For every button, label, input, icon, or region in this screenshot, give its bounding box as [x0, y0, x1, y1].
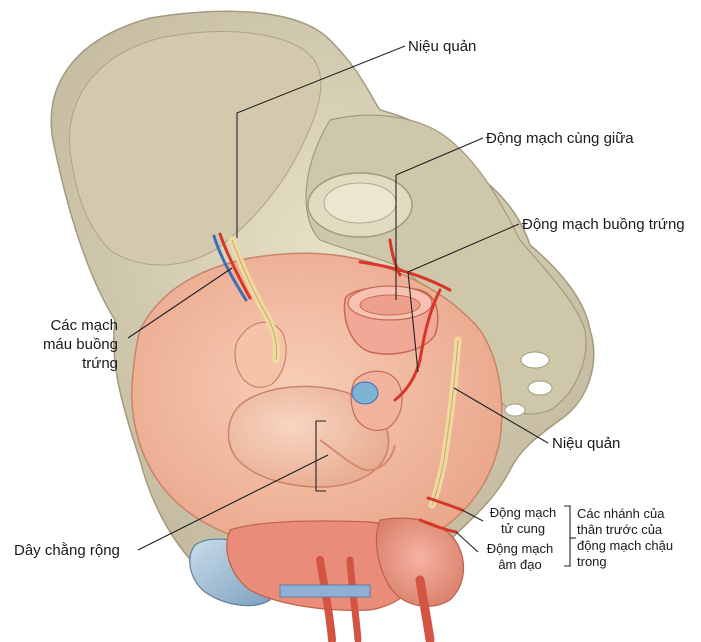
label-internal-iliac-branches: Các nhánh của thân trước của động mạch c…: [577, 506, 673, 570]
sacral-foramen: [527, 380, 553, 396]
label-vaginal-artery-line2: âm đạo: [498, 557, 542, 572]
label-branches-line2: thân trước của: [577, 522, 663, 537]
leader-lines: [127, 45, 576, 567]
sacral-foramen: [520, 351, 550, 369]
label-ovarian-artery: Động mạch buồng trứng: [522, 216, 685, 233]
label-vaginal-artery-line1: Động mạch: [486, 541, 554, 556]
label-uterine-artery-line2: tử cung: [500, 521, 546, 536]
ovarian-artery-right: [393, 288, 442, 402]
label-broad-ligament: Dây chằng rộng: [14, 542, 120, 559]
vaginal-artery: [418, 518, 458, 534]
label-ovarian-vessels-line3: trứng: [82, 355, 118, 372]
label-branches-line1: Các nhánh của: [577, 506, 665, 521]
label-uterine-artery-line1: Động mạch: [489, 505, 557, 520]
label-ureter-right: Niệu quản: [552, 435, 621, 452]
uterine-artery: [426, 496, 464, 512]
label-ovarian-vessels: Các mạch máu buồng trứng: [10, 316, 118, 373]
label-median-sacral-artery: Động mạch cùng giữa: [486, 130, 634, 147]
label-vaginal-artery: Động mạch âm đạo: [478, 541, 562, 573]
label-branches-line3: động mạch chậu: [577, 538, 674, 553]
iliac-fossa: [68, 31, 322, 266]
label-ovarian-vessels-line2: máu buồng: [42, 336, 118, 353]
label-branches-line4: trong: [577, 554, 607, 569]
ovarian-vein: [212, 234, 248, 302]
label-ureter-top: Niệu quản: [408, 38, 477, 55]
label-uterine-artery: Động mạch tử cung: [483, 505, 563, 537]
ovarian-artery-left: [218, 232, 252, 300]
median-sacral-artery: [388, 238, 402, 277]
label-ovarian-vessels-line1: Các mạch: [50, 317, 118, 334]
